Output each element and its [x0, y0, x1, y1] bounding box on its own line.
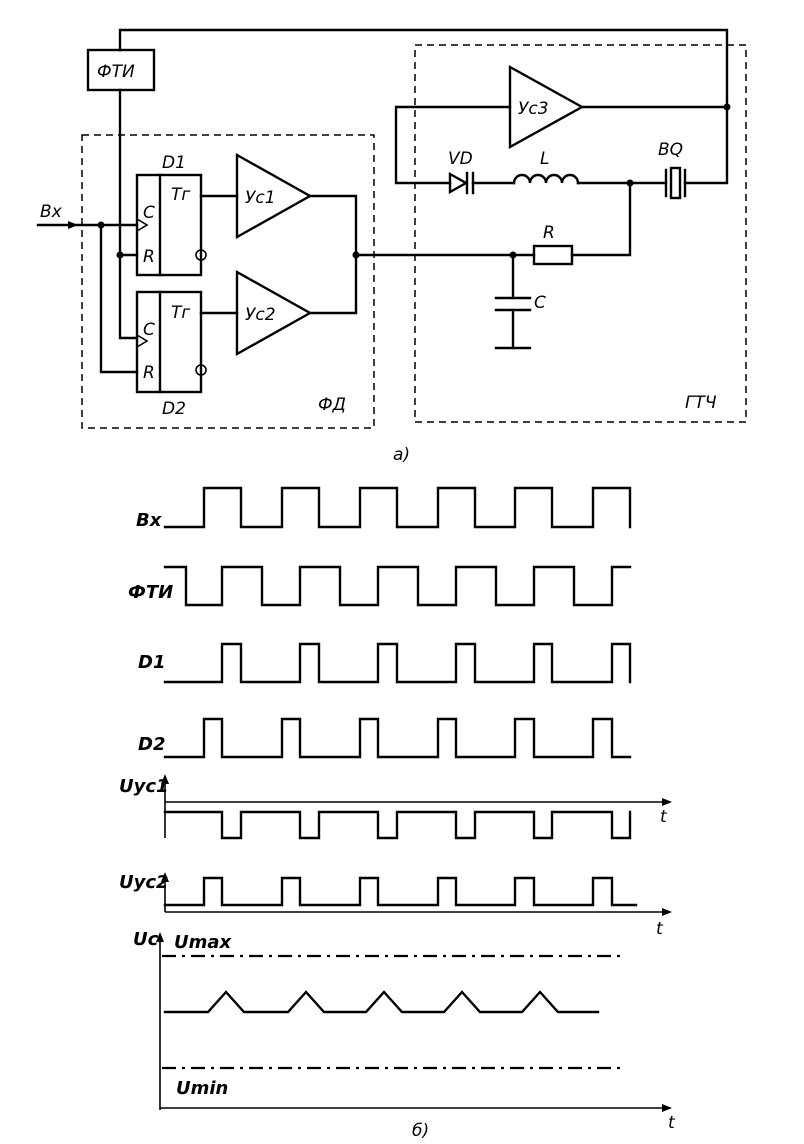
flipflop-d1-clock: C	[143, 203, 155, 223]
time-axis-label-2: t	[656, 919, 664, 939]
capacitor-label: C	[534, 293, 546, 313]
varicap-diode: VD	[448, 149, 516, 195]
waveform-fti	[163, 565, 632, 607]
time-axis-label-1: t	[660, 807, 668, 827]
amplifier-2: Ус2	[199, 269, 313, 357]
flipflop-d1-type: Тг	[171, 185, 190, 205]
phase-detector-label: ФД	[318, 395, 346, 415]
resistor	[532, 244, 574, 266]
flipflop-d2-reset: R	[143, 363, 155, 383]
amplifier-1: Ус1	[199, 152, 313, 240]
input-arrow	[68, 221, 78, 229]
diode-label: VD	[448, 149, 473, 169]
resistor-to-node-wire	[570, 181, 632, 257]
amplifier-3: Ус3	[394, 64, 731, 185]
flipflop-d2: D2 Тг C R	[135, 290, 207, 419]
signal-label-fti: ФТИ	[128, 582, 173, 603]
generator-boundary	[414, 44, 747, 423]
schematic: ФД ГТЧ ФТИ D1 Тг C R D2 Тг C R	[36, 28, 747, 465]
inductor: L	[512, 149, 668, 187]
timing-diagram: Вх ФТИ D1 D2 Uус1 t Uус2 t Uс Umax	[119, 486, 676, 1141]
umin-label: Umin	[176, 1078, 228, 1099]
resistor-label: R	[543, 223, 555, 243]
flipflop-d1: D1 Тг C R	[135, 153, 207, 277]
feedback-wire	[118, 28, 729, 110]
waveform-uc	[163, 990, 600, 1014]
crystal: BQ	[658, 105, 729, 200]
caption-b: б)	[412, 1121, 429, 1141]
amplifier-2-label: Ус2	[245, 305, 276, 325]
flipflop-d1-name: D1	[162, 153, 186, 173]
umax-label: Umax	[174, 932, 233, 953]
flipflop-d2-name: D2	[162, 399, 186, 419]
waveform-d1	[163, 642, 632, 684]
generator-label: ГТЧ	[685, 393, 717, 413]
amplifier-3-label: Ус3	[518, 99, 549, 119]
amplifier-1-label: Ус1	[245, 188, 276, 208]
fti-output-wire	[118, 88, 139, 340]
inductor-label: L	[540, 149, 549, 169]
flipflop-d2-type: Тг	[171, 303, 190, 323]
phase-detector-boundary	[81, 134, 375, 429]
waveform-input	[163, 486, 632, 529]
signal-label-uamp2: Uус2	[119, 872, 169, 893]
amplifier-output-combine	[308, 194, 358, 315]
fti-block-label: ФТИ	[97, 62, 135, 82]
waveform-uamp1	[163, 810, 632, 840]
waveform-uamp2	[163, 876, 638, 907]
signal-label-d1: D1	[138, 652, 165, 673]
signal-label-input: Вх	[136, 510, 163, 531]
flipflop-d2-clock: C	[143, 320, 155, 340]
flipflop-d1-reset: R	[143, 247, 155, 267]
signal-label-uamp1: Uус1	[119, 776, 169, 797]
signal-label-d2: D2	[138, 734, 165, 755]
crystal-label: BQ	[658, 140, 683, 160]
caption-a: а)	[393, 445, 410, 465]
waveform-d2	[163, 717, 632, 759]
time-axis-label-3: t	[668, 1113, 676, 1133]
input-to-d2-reset	[99, 223, 139, 374]
signal-label-uc: Uс	[133, 929, 159, 950]
input-label: Вх	[40, 202, 63, 222]
